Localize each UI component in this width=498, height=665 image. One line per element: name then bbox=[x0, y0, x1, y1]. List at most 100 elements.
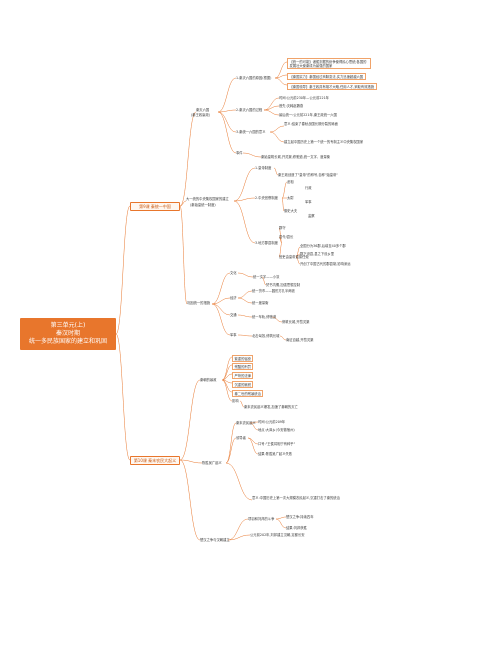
root-topic[interactable]: 第三单元(上) 秦汉时期 统一多民族国家的建立和巩固 bbox=[20, 318, 116, 350]
connector-line bbox=[179, 379, 201, 461]
connector-line bbox=[269, 131, 285, 143]
b-sub2-item-5: 结果:陈胜吴广起义失败 bbox=[258, 452, 293, 456]
a-reason-2: 【秦国实力】秦国经过商鞅变法,实力迅速超越六国 bbox=[287, 73, 366, 81]
a-sub3-label[interactable]: 巩固统一的措施 bbox=[187, 301, 211, 305]
root-line-3: 统一多民族国家的建立和巩固 bbox=[28, 338, 107, 345]
a-process-1: 首先:灭韩赵魏燕 bbox=[279, 104, 304, 108]
a-reason-1: 【统一的可能】诸侯割据的纷争使得民心思统;各国的发展壮大使秦成为最强的国家 bbox=[287, 58, 371, 70]
connector-line bbox=[279, 335, 287, 341]
b-sub2-item-2: 时间:公元前209年 bbox=[258, 420, 286, 424]
connector-line bbox=[269, 125, 285, 133]
a-jun-2: 南征百越,开凿灵渠 bbox=[286, 338, 314, 342]
connector-line bbox=[273, 167, 279, 176]
a-sub2-label[interactable]: 大一统的中央集权国家的建立 bbox=[186, 197, 229, 201]
b-sub3-item-1: 项羽和刘邦的斗争 bbox=[248, 517, 275, 521]
connector-line bbox=[225, 462, 253, 501]
connector-line bbox=[239, 400, 245, 408]
a-item1-text: 秦王政创造了"皇帝"的称号,自称"始皇帝" bbox=[278, 173, 338, 177]
connector-line bbox=[233, 200, 256, 244]
a-item3-child-2: 县令/县长 bbox=[279, 235, 294, 239]
a-wen-label[interactable]: 文化 bbox=[230, 271, 237, 275]
b-sub2-leaders[interactable]: 领导者 bbox=[236, 436, 246, 440]
connector-line bbox=[237, 334, 253, 337]
connector-line bbox=[275, 518, 287, 529]
connector-line bbox=[227, 518, 249, 541]
b-sub2-item-1: 秦末农民起义 bbox=[236, 421, 256, 425]
a-jing-2: 统一度量衡 bbox=[252, 301, 269, 305]
root-line-1: 第三单元(上) bbox=[50, 322, 86, 329]
a-item1-label[interactable]: 1.皇帝制度 bbox=[255, 166, 272, 170]
a-jun-1: 北击匈奴,修筑长城 bbox=[252, 334, 280, 338]
a-reason-3: 【秦国领导】秦王政具有雄才大略,任用人才,采取有效措施 bbox=[287, 83, 377, 91]
connector-line bbox=[221, 364, 233, 381]
connector-line bbox=[237, 297, 253, 304]
connector-line bbox=[281, 197, 285, 212]
a-item2-child-2: 太尉 bbox=[287, 196, 294, 200]
a-jiao-2: 修筑长城,开凿灵渠 bbox=[282, 320, 310, 324]
b-sub2-label[interactable]: 陈胜吴广起义 bbox=[202, 461, 222, 465]
a-jiao-label[interactable]: 交通 bbox=[230, 313, 237, 317]
a-item3-desc-2: 郡下设县,县之下设乡里 bbox=[300, 252, 335, 256]
connector-line bbox=[217, 77, 237, 113]
connector-line bbox=[211, 272, 231, 305]
a-sig-label[interactable]: 3.秦统一六国的意义 bbox=[236, 130, 266, 134]
connector-line bbox=[179, 200, 187, 207]
b-sub1-item-2: 残酷的刑罚 bbox=[232, 363, 254, 371]
a-sig-2: 建立起中国历史上第一个统一的专制主义中央集权国家 bbox=[284, 140, 364, 144]
connector-line bbox=[261, 276, 267, 286]
connector-line bbox=[115, 205, 131, 335]
branch-b-title[interactable]: 第10课 秦末农民大起义 bbox=[130, 456, 180, 465]
b-sub2-item-6: 意义:中国历史上第一次大规模农民起义,沉重打击了秦的统治 bbox=[252, 496, 340, 500]
b-sub3-label[interactable]: 楚汉之争与汉朝建立 bbox=[200, 538, 230, 542]
a-sub1-label[interactable]: 秦灭六国 bbox=[196, 108, 210, 112]
b-sub2-item-3: 地点:大泽乡(今安徽宿州) bbox=[258, 428, 295, 432]
a-reason-label[interactable]: 1.秦灭六国的原因(根据) bbox=[236, 76, 272, 80]
connector-line bbox=[179, 205, 188, 305]
connector-line bbox=[225, 422, 237, 464]
a-item2-child-3: 御史大夫 bbox=[284, 209, 298, 213]
connector-line bbox=[217, 111, 237, 154]
connector-line bbox=[179, 459, 201, 541]
a-jiao-1: 统一车轨,修驰道 bbox=[252, 315, 277, 319]
connector-line bbox=[274, 61, 288, 79]
a-item3-desc-1: 全国分为36郡,后增至40多个郡 bbox=[300, 244, 346, 248]
connector-line bbox=[274, 77, 288, 86]
connector-line bbox=[179, 111, 197, 207]
a-sub2-label2: (秦始皇统一制度) bbox=[190, 203, 216, 207]
a-jing-1: 统一货币——圆形方孔半两钱 bbox=[252, 289, 295, 293]
connector-line bbox=[263, 109, 280, 116]
connector-line bbox=[115, 333, 131, 461]
b-sub3-item-2: 楚汉之争:持续四年 bbox=[286, 515, 314, 519]
b-impact-label[interactable]: 影响 bbox=[232, 399, 239, 403]
a-jing-label[interactable]: 经济 bbox=[230, 296, 237, 300]
connector-line bbox=[237, 290, 253, 299]
a-process-2: 最后统一:公元前221年,秦王政统一六国 bbox=[279, 113, 337, 117]
a-item2-label[interactable]: 2.中央官僚制度 bbox=[255, 196, 278, 200]
connector-line bbox=[233, 167, 256, 202]
a-events-label[interactable]: 事件 bbox=[236, 151, 243, 155]
connector-line bbox=[249, 422, 259, 431]
branch-a-title[interactable]: 第9课 秦统一中国 bbox=[130, 202, 180, 211]
a-item3-child-1: 郡守 bbox=[279, 226, 286, 230]
b-sub1-label[interactable]: 秦朝的暴政 bbox=[200, 378, 217, 382]
connector-line bbox=[271, 316, 283, 323]
b-sub1-item-4: 沉重的赋税 bbox=[232, 381, 254, 389]
root-line-2: 秦汉时期 bbox=[55, 330, 80, 337]
a-time: 时间:公元前230年—公元前221年 bbox=[279, 96, 329, 100]
a-item2-sub-2: 军事 bbox=[305, 200, 312, 204]
a-item3-desc-3: 开创了中国古代的郡县制,影响深远 bbox=[300, 262, 351, 266]
connector-line bbox=[211, 303, 231, 336]
b-sub1-item-5: 秦二世的残暴统治 bbox=[232, 390, 264, 398]
a-process-label[interactable]: 2.秦灭六国的过程 bbox=[236, 108, 263, 112]
a-sig-1: 意义:结束了春秋战国长期分裂的局面 bbox=[284, 122, 338, 126]
b-sub1-item-3: 严苛的法律 bbox=[232, 372, 254, 380]
a-item3-label[interactable]: 3.地方郡县制度 bbox=[255, 241, 278, 245]
a-jun-label[interactable]: 军事 bbox=[230, 333, 237, 337]
b-sub3-item-3: 结果:刘邦获胜 bbox=[286, 526, 307, 530]
connector-line bbox=[225, 437, 237, 464]
connector-line bbox=[278, 236, 283, 244]
a-item3-tail: 官吏由皇帝直接任免 bbox=[279, 255, 309, 259]
connector-line bbox=[217, 111, 237, 133]
connector-line bbox=[217, 109, 237, 113]
a-wen-2: 焚书坑儒,加强思想控制 bbox=[266, 283, 301, 287]
